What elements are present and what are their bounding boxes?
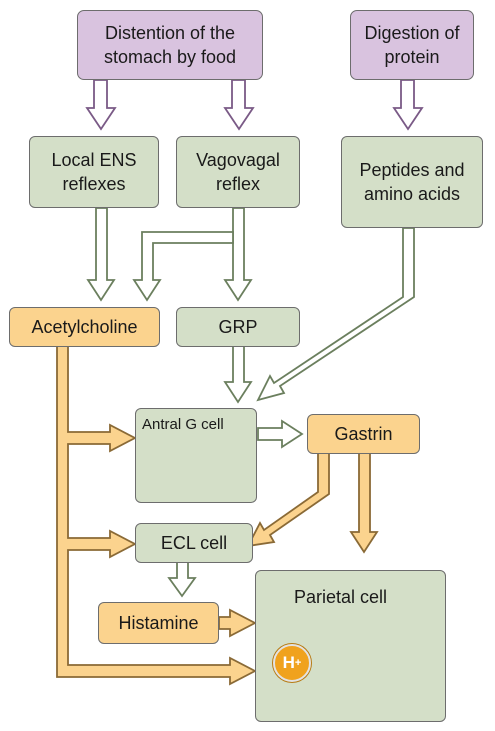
arrow-vagovagal-to-grp [223, 207, 253, 302]
arrow-distention-to-vagovagal [223, 79, 255, 131]
arrow-gastrin-to-ecl [246, 451, 330, 548]
digestion-box: Digestion of protein [350, 10, 474, 80]
vagovagal-box: Vagovagal reflex [176, 136, 300, 208]
arrow-histamine-to-parietal [218, 608, 257, 638]
arrow-peptides-to-antral [256, 227, 415, 402]
arrow-gastrin-to-parietal [349, 451, 379, 554]
acetylcholine-box: Acetylcholine [9, 307, 160, 347]
hplus-sup: + [294, 656, 302, 669]
arrow-vagovagal-to-acetylcholine [132, 231, 234, 302]
arrow-local-ens-to-acetylcholine [86, 207, 116, 302]
arrow-grp-to-antral [223, 345, 253, 404]
arrow-digestion-to-peptides [392, 79, 424, 131]
hydrogen-ion-icon: H+ [273, 644, 311, 682]
distention-box: Distention of the stomach by food [77, 10, 263, 80]
grp-box: GRP [176, 307, 300, 347]
hplus-letter: H [282, 652, 295, 672]
arrow-distention-to-local-ens [85, 79, 117, 131]
peptides-box: Peptides and amino acids [341, 136, 483, 228]
arrow-ecl-to-histamine [167, 561, 197, 598]
arrow-antral-to-gastrin [257, 419, 304, 449]
gastrin-box: Gastrin [307, 414, 420, 454]
local-ens-box: Local ENS reflexes [29, 136, 159, 208]
antral-g-cell-box: Antral G cell [135, 408, 257, 503]
ecl-cell-box: ECL cell [135, 523, 253, 563]
histamine-box: Histamine [98, 602, 219, 644]
antral-g-cell-label: Antral G cell [142, 416, 224, 433]
parietal-cell-label: Parietal cell [294, 587, 388, 607]
parietal-cell-box: Parietal cell H+ [255, 570, 446, 722]
arrow-acetylcholine-pathway [56, 345, 257, 686]
